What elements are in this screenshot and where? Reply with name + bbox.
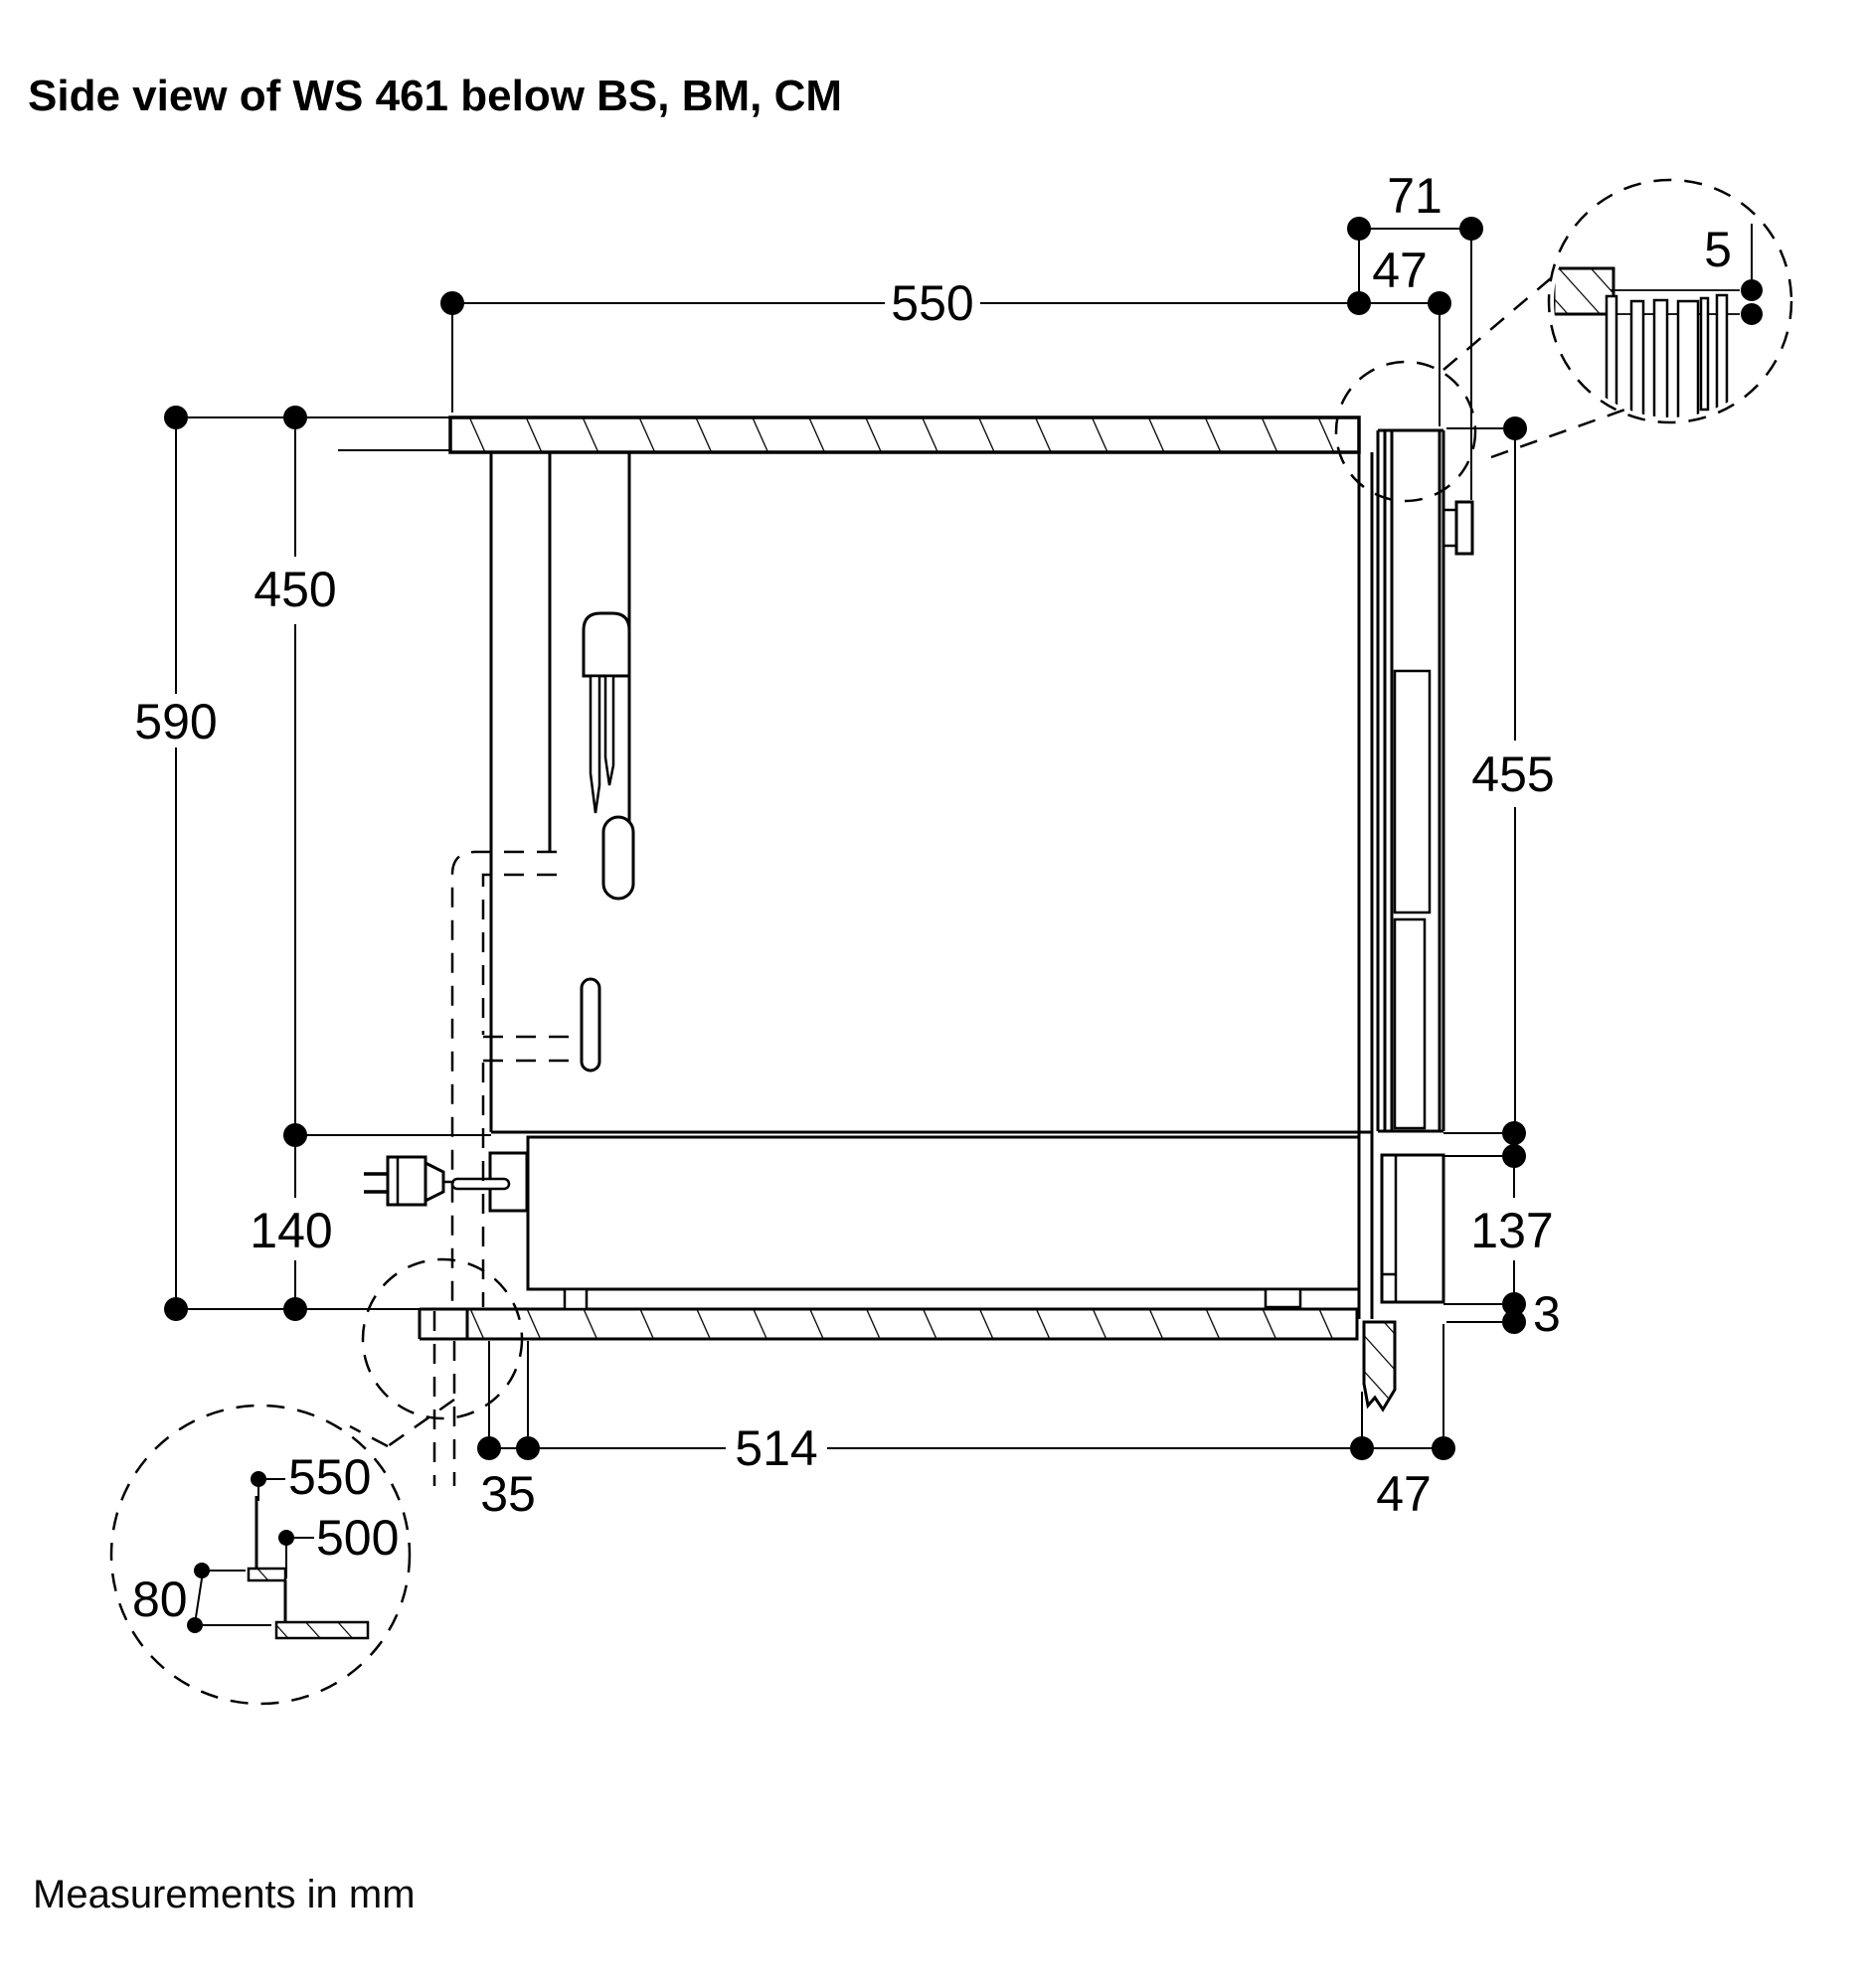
dimension-dots <box>164 217 1527 1460</box>
floor-callout-circle <box>361 1257 524 1420</box>
dim-detail-top-gap: 5 <box>1704 222 1732 277</box>
dim-detail-recess-depth: 500 <box>316 1510 399 1566</box>
page-title: Side view of WS 461 below BS, BM, CM <box>28 72 843 120</box>
detail-top-right-content <box>1554 266 1740 417</box>
power-plug <box>364 1155 454 1207</box>
units-note: Measurements in mm <box>33 1873 416 1916</box>
dim-top-front-inset: 47 <box>1372 243 1428 298</box>
dim-appliance-depth: 514 <box>735 1420 817 1476</box>
joint-callout-circle <box>1334 360 1477 503</box>
dim-rear-clearance: 35 <box>480 1466 536 1522</box>
door-assembly <box>1362 428 1474 1412</box>
dim-floor-gap: 3 <box>1533 1286 1561 1342</box>
warming-drawer <box>450 1135 1361 1311</box>
dim-detail-recess-height: 80 <box>132 1572 188 1627</box>
dim-base-height: 140 <box>250 1203 332 1258</box>
cable-conduit-dashed <box>432 850 582 1486</box>
detail-circle-top-right <box>1547 178 1793 424</box>
floor <box>418 1307 1359 1341</box>
detail-bottom-left-content <box>187 1471 370 1640</box>
dim-front-height: 455 <box>1471 746 1554 802</box>
detail-circle-bottom-left <box>109 1404 412 1706</box>
plinth-section <box>1362 1320 1397 1412</box>
detail-top-right-dim <box>1741 224 1763 325</box>
countertop <box>448 415 1361 454</box>
dim-detail-counter-depth: 550 <box>288 1449 371 1505</box>
dim-niche-height: 450 <box>254 562 336 617</box>
control-knob <box>1454 500 1474 556</box>
mounting-bracket <box>580 611 635 1073</box>
dimension-labels: 550 71 47 450 590 455 140 137 3 35 514 4… <box>132 168 1732 1627</box>
dim-lower-front-height: 137 <box>1470 1203 1553 1258</box>
dim-bottom-front-inset: 47 <box>1376 1466 1432 1522</box>
dim-right-overhang: 71 <box>1387 168 1442 224</box>
dim-total-height: 590 <box>134 694 217 749</box>
detail-leaders <box>109 178 1793 1706</box>
dim-counter-depth: 550 <box>891 275 973 331</box>
lower-front-panel <box>1380 1153 1445 1304</box>
